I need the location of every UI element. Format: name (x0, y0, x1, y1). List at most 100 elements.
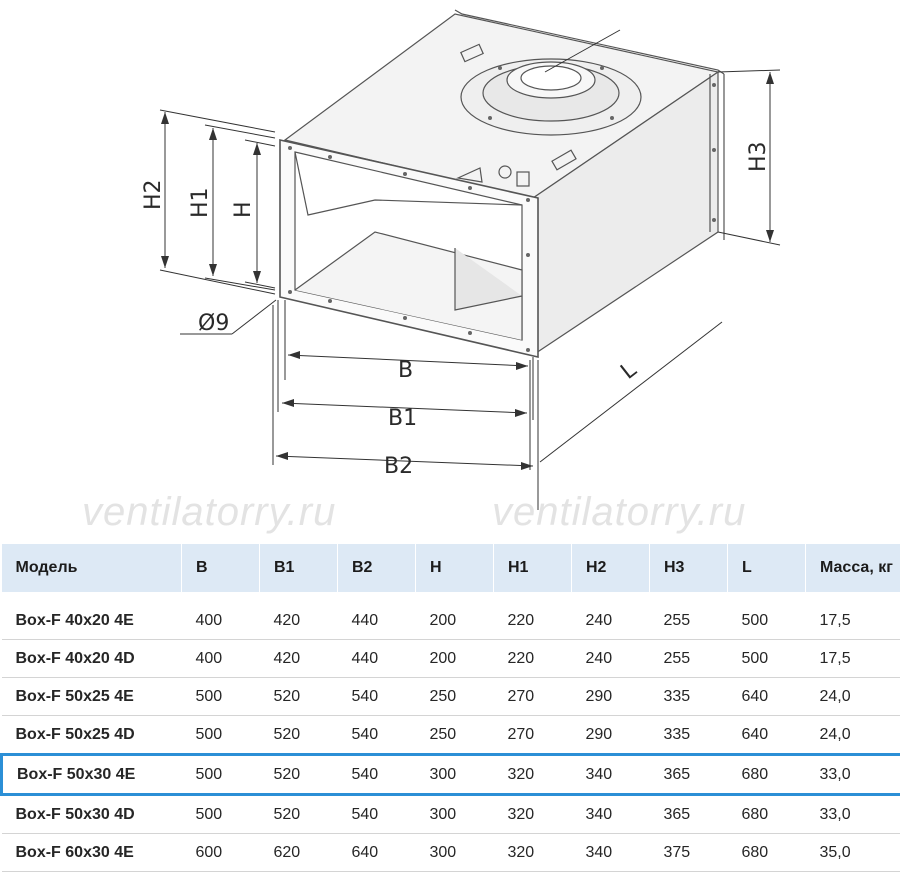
col-header: Модель (2, 544, 182, 592)
value-cell: 640 (728, 678, 806, 716)
value-cell: 420 (260, 640, 338, 678)
fan-drawing: H2 H1 H H3 Ø9 B B1 B2 L (0, 0, 900, 540)
dim-b2: B2 (384, 454, 413, 479)
value-cell: 500 (728, 602, 806, 640)
value-cell: 500 (182, 795, 260, 834)
dimensions-table: Модель B B1 B2 H H1 H2 H3 L Масса, кг Bo… (0, 544, 900, 872)
value-cell: 255 (650, 602, 728, 640)
value-cell: 680 (728, 795, 806, 834)
value-cell: 300 (416, 795, 494, 834)
value-cell: 220 (494, 602, 572, 640)
col-header: L (728, 544, 806, 592)
value-cell: 365 (650, 755, 728, 795)
value-cell: 220 (494, 640, 572, 678)
dim-h1: H1 (188, 187, 213, 218)
value-cell: 270 (494, 716, 572, 755)
col-header: H1 (494, 544, 572, 592)
value-cell: 440 (338, 602, 416, 640)
value-cell: 290 (572, 678, 650, 716)
col-header: B1 (260, 544, 338, 592)
col-header: H3 (650, 544, 728, 592)
dim-l: L (616, 357, 642, 385)
model-cell: Box-F 50x30 4D (2, 795, 182, 834)
value-cell: 35,0 (806, 834, 900, 872)
value-cell: 33,0 (806, 795, 900, 834)
value-cell: 300 (416, 755, 494, 795)
value-cell: 520 (260, 795, 338, 834)
dim-b1: B1 (388, 406, 417, 431)
value-cell: 320 (494, 755, 572, 795)
model-cell: Box-F 50x25 4D (2, 716, 182, 755)
value-cell: 270 (494, 678, 572, 716)
value-cell: 400 (182, 640, 260, 678)
watermark: ventilatorry.ru (492, 490, 746, 535)
value-cell: 540 (338, 795, 416, 834)
model-cell: Box-F 50x30 4E (2, 755, 182, 795)
value-cell: 420 (260, 602, 338, 640)
dim-h2: H2 (141, 179, 166, 210)
value-cell: 340 (572, 795, 650, 834)
value-cell: 200 (416, 602, 494, 640)
value-cell: 520 (260, 678, 338, 716)
value-cell: 335 (650, 716, 728, 755)
value-cell: 540 (338, 678, 416, 716)
value-cell: 375 (650, 834, 728, 872)
value-cell: 320 (494, 795, 572, 834)
model-cell: Box-F 60x30 4E (2, 834, 182, 872)
value-cell: 17,5 (806, 602, 900, 640)
value-cell: 500 (182, 716, 260, 755)
value-cell: 255 (650, 640, 728, 678)
watermark: ventilatorry.ru (82, 490, 336, 535)
col-header: Масса, кг (806, 544, 900, 592)
model-cell: Box-F 40x20 4E (2, 602, 182, 640)
dim-b: B (398, 358, 413, 383)
col-header: H (416, 544, 494, 592)
value-cell: 365 (650, 795, 728, 834)
value-cell: 24,0 (806, 716, 900, 755)
value-cell: 500 (182, 755, 260, 795)
value-cell: 500 (182, 678, 260, 716)
value-cell: 540 (338, 755, 416, 795)
value-cell: 250 (416, 678, 494, 716)
model-cell: Box-F 40x20 4D (2, 640, 182, 678)
value-cell: 24,0 (806, 678, 900, 716)
value-cell: 340 (572, 834, 650, 872)
value-cell: 620 (260, 834, 338, 872)
value-cell: 400 (182, 602, 260, 640)
model-cell: Box-F 50x25 4E (2, 678, 182, 716)
value-cell: 600 (182, 834, 260, 872)
value-cell: 340 (572, 755, 650, 795)
value-cell: 33,0 (806, 755, 900, 795)
value-cell: 520 (260, 755, 338, 795)
value-cell: 500 (728, 640, 806, 678)
value-cell: 290 (572, 716, 650, 755)
value-cell: 320 (494, 834, 572, 872)
value-cell: 250 (416, 716, 494, 755)
value-cell: 335 (650, 678, 728, 716)
value-cell: 200 (416, 640, 494, 678)
value-cell: 680 (728, 834, 806, 872)
value-cell: 240 (572, 640, 650, 678)
value-cell: 300 (416, 834, 494, 872)
value-cell: 540 (338, 716, 416, 755)
dim-h: H (231, 201, 256, 218)
col-header: B2 (338, 544, 416, 592)
value-cell: 240 (572, 602, 650, 640)
value-cell: 440 (338, 640, 416, 678)
value-cell: 17,5 (806, 640, 900, 678)
value-cell: 640 (338, 834, 416, 872)
value-cell: 640 (728, 716, 806, 755)
value-cell: 520 (260, 716, 338, 755)
table-header-row: Модель B B1 B2 H H1 H2 H3 L Масса, кг (2, 544, 900, 592)
dim-h3: H3 (746, 141, 771, 172)
col-header: B (182, 544, 260, 592)
dim-d9: Ø9 (198, 311, 229, 336)
